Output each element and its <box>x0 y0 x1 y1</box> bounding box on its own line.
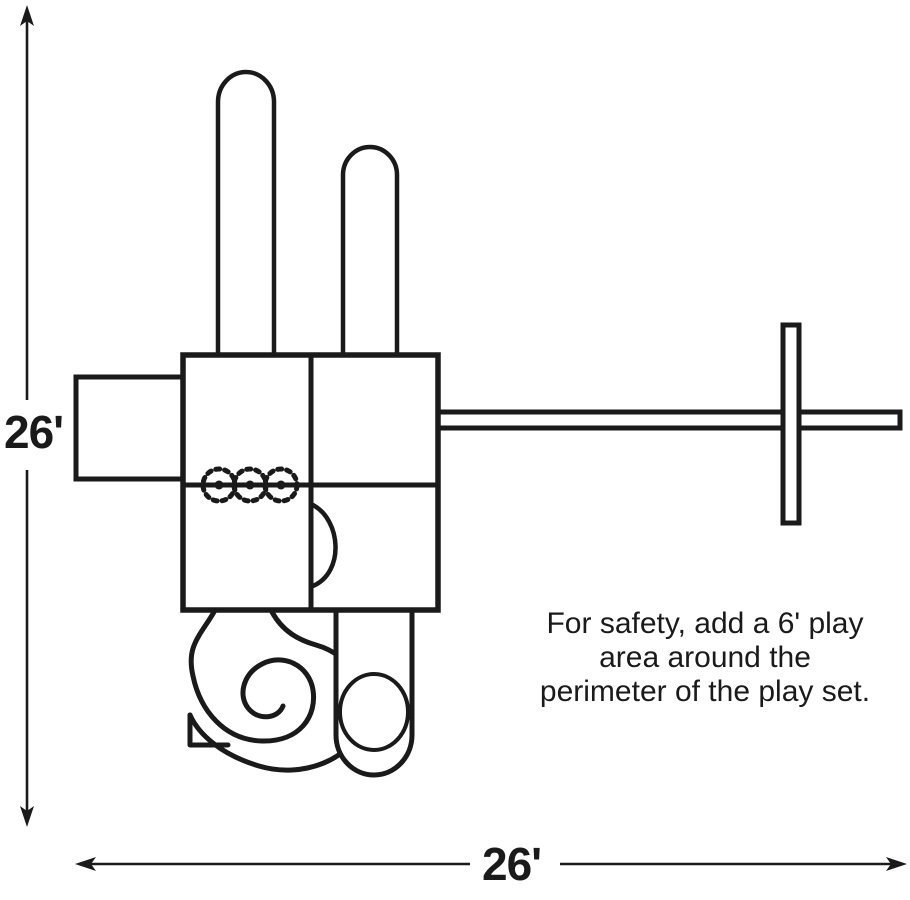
steering-wheel-1-hub <box>214 480 224 490</box>
steering-wheels <box>200 466 300 504</box>
straight-slide <box>333 612 415 778</box>
tower-short <box>340 144 400 358</box>
safety-note: For safety, add a 6' play area around th… <box>505 607 905 709</box>
dimension-vertical-label: 26' <box>2 405 67 461</box>
dim-vertical-arrowhead-top <box>20 5 34 26</box>
steering-wheel-hubs <box>214 480 286 490</box>
swing-beam <box>435 409 903 431</box>
tower-tall <box>215 69 277 358</box>
steering-wheel-3-rim <box>262 466 300 504</box>
left-platform <box>73 374 186 482</box>
spiral-slide-inner-curve <box>188 609 317 744</box>
swing-beam-bar <box>435 409 903 431</box>
safety-note-line-3: perimeter of the play set. <box>539 674 871 708</box>
dimension-horizontal <box>75 857 907 871</box>
safety-note-line-1: For safety, add a 6' play <box>546 607 864 640</box>
door-swing-arc <box>310 502 338 589</box>
dimension-vertical <box>20 5 34 827</box>
dim-horizontal-arrowhead-right <box>886 857 907 871</box>
dimension-horizontal-label: 26' <box>470 838 554 893</box>
steering-wheel-2-hub <box>245 480 255 490</box>
spiral-slide-exit-tab <box>187 712 231 748</box>
swing-upright-bar <box>780 322 802 526</box>
steering-wheel-3-hub <box>276 480 286 490</box>
safety-note-line-2: area around the <box>599 640 811 674</box>
swing-upright <box>780 322 802 526</box>
dim-horizontal-arrowhead-left <box>75 857 96 871</box>
fort-deck <box>180 352 441 613</box>
dim-vertical-arrowhead-bottom <box>20 806 34 827</box>
straight-slide-end-circle <box>338 672 410 752</box>
